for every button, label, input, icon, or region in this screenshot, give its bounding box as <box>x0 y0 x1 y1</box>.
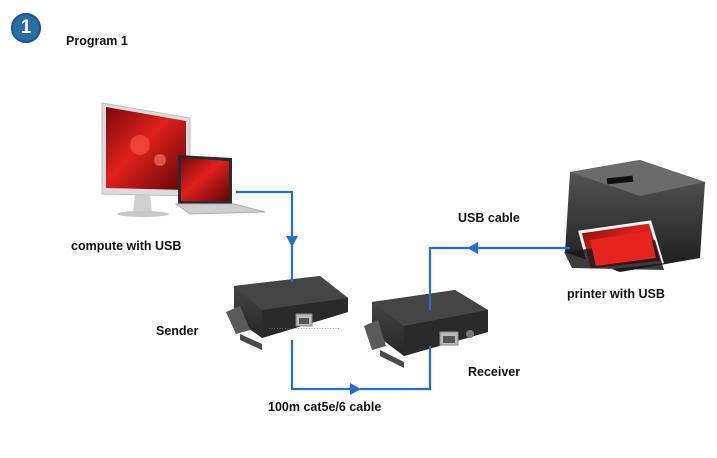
usb-line-receiver <box>428 246 468 310</box>
network-line-receiver <box>360 346 432 391</box>
arrowheads <box>286 236 478 395</box>
step-number-badge: 1 <box>11 13 41 43</box>
printer-illustration <box>564 160 705 272</box>
laptop-illustration <box>174 155 266 215</box>
usb-cable-label: USB cable <box>458 211 520 225</box>
computer-label: compute with USB <box>71 239 182 253</box>
receiver-box-illustration <box>364 290 488 368</box>
usb-line-computer <box>236 190 294 238</box>
program-title: Program 1 <box>66 34 128 48</box>
arrow-down-icon <box>286 236 298 247</box>
desktop-monitor-illustration <box>101 102 191 217</box>
sender-box-illustration <box>226 276 348 350</box>
arrow-right-icon <box>350 383 361 395</box>
network-line-sender <box>290 340 352 391</box>
network-cable-label: 100m cat5e/6 cable <box>268 400 382 414</box>
watermark-text: ……………………… <box>268 322 340 331</box>
receiver-label: Receiver <box>468 365 521 379</box>
connector-lines <box>236 190 570 391</box>
arrow-left-icon <box>467 242 478 254</box>
printer-label: printer with USB <box>567 287 665 301</box>
sender-label: Sender <box>156 324 199 338</box>
